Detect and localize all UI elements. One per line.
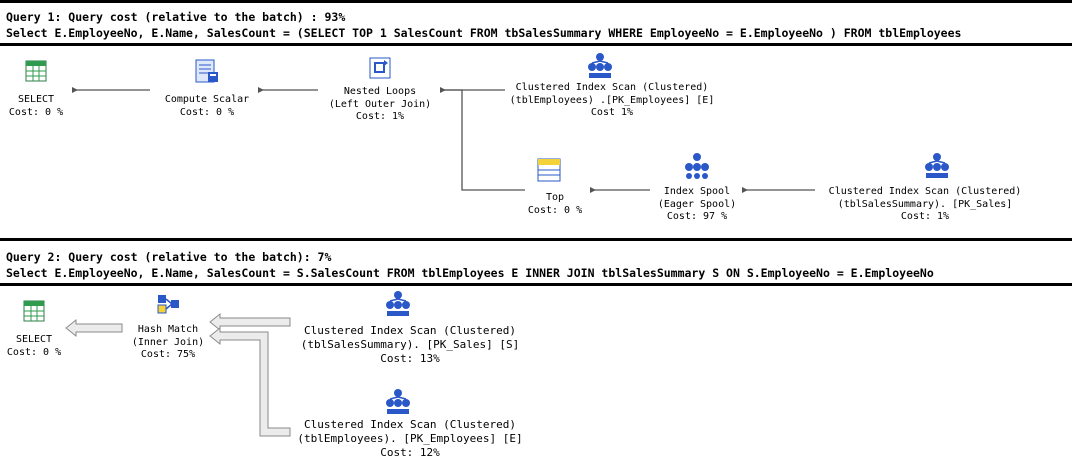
q1-select-name: SELECT [17,94,55,105]
compute-scalar-icon[interactable] [194,58,220,84]
index-spool-icon[interactable] [683,152,711,180]
q1-ci-scan-emp-name: Clustered Index Scan (Clustered) [515,82,709,93]
query2-header: Query 2: Query cost (relative to the bat… [6,250,332,264]
query2-separator [0,283,1072,286]
q2-hash-match-node[interactable]: Hash Match (Inner Join) Cost: 75% [132,324,204,362]
q1-index-spool-node[interactable]: Index Spool (Eager Spool) Cost: 97 % [658,186,736,224]
q2-ci-scan-sales-sub: (tblSalesSummary). [PK_Sales] [S] [300,338,520,351]
q1-compute-scalar-cost: Cost: 0 % [179,106,235,118]
q2-ci-scan-emp-cost: Cost: 12% [380,446,440,459]
q2-select-node[interactable]: SELECT Cost: 0 % [7,334,61,359]
top-icon[interactable] [537,158,561,182]
q1-compute-scalar-name: Compute Scalar [164,94,250,105]
q2-hash-match-name: Hash Match [137,324,199,335]
q1-ci-scan-emp-node[interactable]: Clustered Index Scan (Clustered) (tblEmp… [510,82,715,120]
q1-ci-scan-emp-cost: Cost 1% [590,107,634,118]
q2-ci-scan-sales-cost: Cost: 13% [380,352,440,365]
q1-select-cost: Cost: 0 % [8,106,64,118]
select-icon[interactable] [25,60,47,82]
edge-hash-to-select [65,318,123,338]
query1-header: Query 1: Query cost (relative to the bat… [6,10,346,24]
q2-ci-scan-sales-node[interactable]: Clustered Index Scan (Clustered) (tblSal… [301,324,520,366]
q2-select-name: SELECT [15,334,53,345]
query2-separator-top [0,238,1072,241]
q1-ci-scan-sales-node[interactable]: Clustered Index Scan (Clustered) (tblSal… [829,186,1022,224]
q2-ci-scan-emp-name: Clustered Index Scan (Clustered) [304,418,516,431]
query1-plan: SELECT Cost: 0 % Compute Scalar Cost: 0 … [9,52,1022,224]
q1-index-spool-name: Index Spool [663,186,731,197]
q2-select-cost: Cost: 0 % [6,346,62,358]
edge-top-to-nested [440,89,525,191]
query2-sql: Select E.EmployeeNo, E.Name, SalesCount … [6,266,934,280]
q2-hash-match-cost: Cost: 75% [140,349,196,360]
q1-index-spool-cost: Cost: 97 % [666,211,728,222]
edge-emp-scan-to-hash [209,326,291,437]
clustered-index-scan-icon[interactable] [586,52,614,80]
q2-ci-scan-sales-name: Clustered Index Scan (Clustered) [304,324,516,337]
hash-match-icon[interactable] [156,292,180,316]
q2-ci-scan-emp-node[interactable]: Clustered Index Scan (Clustered) (tblEmp… [297,418,522,460]
q1-top-node[interactable]: Top Cost: 0 % [528,192,582,217]
q1-ci-scan-emp-sub: (tblEmployees) .[PK_Employees] [E] [509,94,715,106]
q1-top-name: Top [545,192,565,203]
clustered-index-scan-icon[interactable] [923,152,951,180]
q1-ci-scan-sales-cost: Cost: 1% [900,211,950,222]
edge-sales-scan-to-hash [209,312,291,332]
q1-nested-loops-sub: (Left Outer Join) [328,98,432,110]
q1-ci-scan-sales-sub: (tblSalesSummary). [PK_Sales] [837,198,1013,210]
nested-loops-icon[interactable] [368,56,392,80]
q2-hash-match-sub: (Inner Join) [131,336,205,348]
q1-compute-scalar-node[interactable]: Compute Scalar Cost: 0 % [165,94,249,119]
clustered-index-scan-icon[interactable] [384,388,412,416]
q1-nested-loops-cost: Cost: 1% [355,111,405,122]
q2-ci-scan-emp-sub: (tblEmployees). [PK_Employees] [E] [297,432,523,445]
q1-select-node[interactable]: SELECT Cost: 0 % [9,94,63,119]
q1-ci-scan-sales-name: Clustered Index Scan (Clustered) [828,186,1022,197]
q1-nested-loops-name: Nested Loops [343,86,417,97]
q1-nested-loops-node[interactable]: Nested Loops (Left Outer Join) Cost: 1% [329,86,431,124]
clustered-index-scan-icon[interactable] [384,290,412,318]
select-icon[interactable] [23,300,45,322]
query1-separator [0,43,1072,46]
query1-sql: Select E.EmployeeNo, E.Name, SalesCount … [6,26,962,40]
query1-edges [72,87,815,193]
q1-top-cost: Cost: 0 % [527,204,583,216]
q1-index-spool-sub: (Eager Spool) [657,198,737,210]
top-border [0,0,1072,3]
